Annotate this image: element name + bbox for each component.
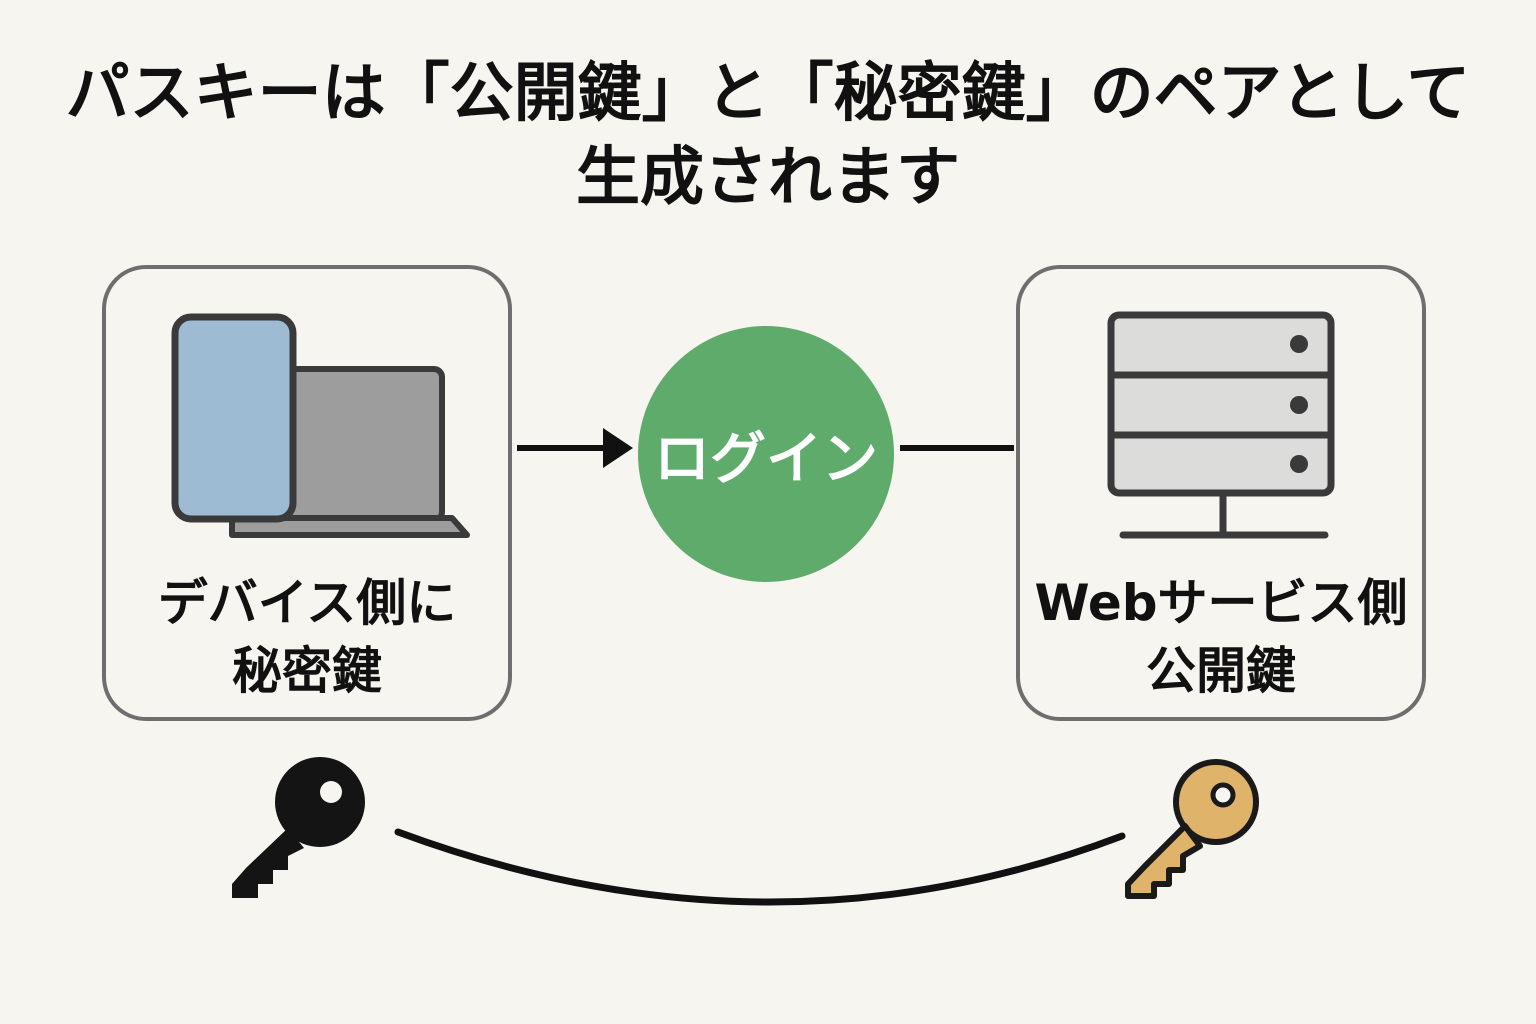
server-label-line-2: 公開鍵 [1146,642,1296,700]
smartphone-icon [171,313,297,523]
server-icon [1107,311,1335,539]
server-box-label: Webサービス側 公開鍵 [1020,569,1422,705]
black-key-icon [232,757,365,898]
page-title: パスキーは「公開鍵」と「秘密鍵」のペアとして 生成されます [0,52,1536,220]
device-box: デバイス側に 秘密鍵 [102,265,512,721]
arrow-device-to-login [517,428,633,468]
gold-key-icon [1125,759,1259,899]
login-label: ログイン [654,426,878,492]
device-box-label: デバイス側に 秘密鍵 [106,569,508,705]
key-pair-connector-curve [394,828,1126,906]
title-line-1: パスキーは「公開鍵」と「秘密鍵」のペアとして [65,57,1471,131]
device-label-line-2: 秘密鍵 [232,642,382,700]
device-icon-wrapper [171,313,470,538]
server-label-line-1: Webサービス側 [1034,574,1408,632]
laptop-icon [229,366,470,538]
device-label-line-1: デバイス側に [157,574,457,632]
login-circle: ログイン [638,326,894,582]
server-icon-wrapper [1107,311,1335,539]
title-line-2: 生成されます [576,141,960,215]
server-box: Webサービス側 公開鍵 [1016,265,1426,721]
